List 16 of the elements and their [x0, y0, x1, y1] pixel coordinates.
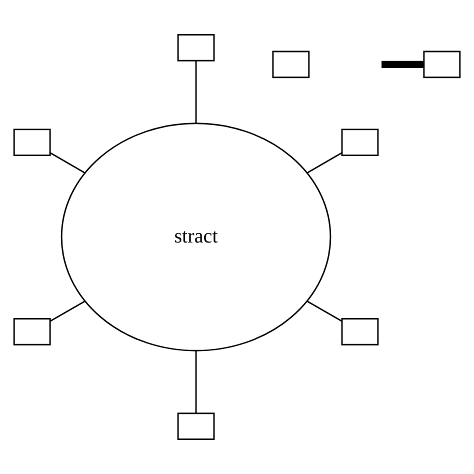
node-box [177, 412, 215, 440]
connector [195, 60, 197, 124]
node-box [341, 128, 379, 156]
node-box [423, 50, 461, 78]
connector [382, 60, 424, 68]
connector [306, 152, 342, 174]
node-ellipse: stract [60, 122, 332, 352]
node-box [272, 50, 310, 78]
connector [195, 350, 197, 414]
node-box [177, 34, 215, 62]
connector [306, 300, 342, 322]
connector [50, 300, 86, 322]
node-box [341, 318, 379, 346]
connector [50, 152, 86, 174]
node-box [13, 128, 51, 156]
node-box [13, 318, 51, 346]
